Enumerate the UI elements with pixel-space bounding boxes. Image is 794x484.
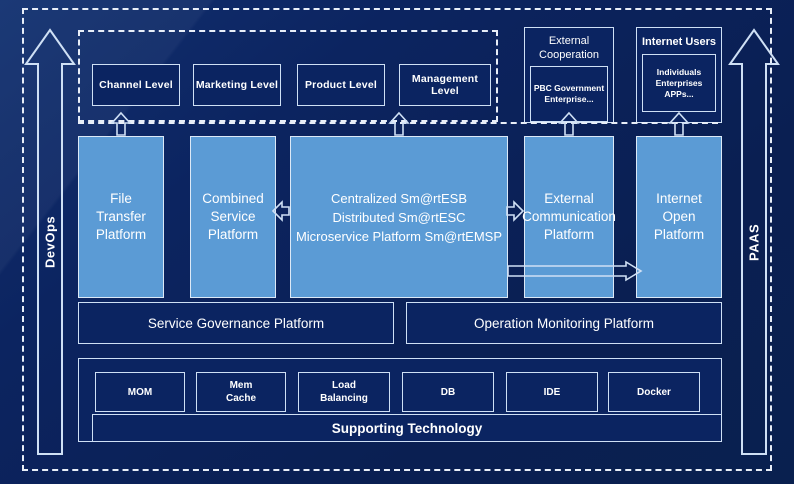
right-arrow-icon-core-to-external [506, 200, 525, 222]
up-arrow-icon-channel [110, 111, 132, 136]
paas-arrow: PAAS [728, 28, 780, 456]
layer-separator-dashed-line [78, 122, 718, 124]
tech-line2: Cache [225, 393, 256, 404]
tech-box-docker[interactable]: Docker [608, 372, 700, 412]
outer-dashed-frame [22, 8, 772, 471]
external-cooperation-inner-line2: Enterprise... [544, 94, 594, 104]
external-cooperation-header-line1: External [548, 35, 590, 47]
supporting-technology-label-bar[interactable]: Supporting Technology [92, 414, 722, 442]
platform-file-transfer[interactable]: File Transfer Platform [78, 136, 164, 298]
supporting-technology-label: Supporting Technology [331, 420, 483, 436]
platform-line1: Combined [202, 191, 264, 206]
tech-line1: MOM [127, 386, 153, 398]
platform-line2: Open [662, 209, 696, 224]
internet-users-inner-box[interactable]: Individuals Enterprises APPs... [642, 54, 716, 112]
platform-line3: Platform [543, 227, 595, 242]
platform-line3: Platform [95, 227, 147, 242]
level-label: Marketing Level [195, 79, 279, 91]
tech-line1: Load [332, 380, 356, 391]
external-cooperation-inner-line1: PBC Government [533, 83, 605, 93]
operation-monitoring-platform[interactable]: Operation Monitoring Platform [406, 302, 722, 344]
up-arrow-icon-external-cooperation [558, 111, 580, 136]
tech-box-db[interactable]: DB [402, 372, 494, 412]
tech-box-mem-cache[interactable]: Mem Cache [196, 372, 286, 412]
tech-line1: DB [440, 386, 456, 398]
governance-label: Service Governance Platform [147, 315, 325, 331]
platform-core-esb[interactable]: Centralized Sm@rtESB Distributed Sm@rtES… [290, 136, 508, 298]
tech-line1: Docker [637, 386, 671, 398]
external-cooperation-header-line2: Cooperation [539, 49, 599, 61]
level-box-product[interactable]: Product Level [297, 64, 385, 106]
level-box-marketing[interactable]: Marketing Level [193, 64, 281, 106]
right-arrow-icon-core-to-internet-open [507, 260, 643, 282]
level-label: Management Level [411, 73, 479, 97]
governance-label: Operation Monitoring Platform [473, 315, 655, 331]
up-arrow-icon-internet-users [668, 111, 690, 136]
tech-line1: Mem [229, 380, 253, 391]
level-box-management[interactable]: Management Level [399, 64, 491, 106]
level-box-channel[interactable]: Channel Level [92, 64, 180, 106]
platform-combined-service[interactable]: Combined Service Platform [190, 136, 276, 298]
platform-external-communication[interactable]: External Communication Platform [522, 136, 616, 298]
left-arrow-icon-core-to-combined [271, 200, 290, 222]
level-label: Channel Level [99, 79, 173, 91]
platform-line1: External [544, 191, 594, 206]
platform-line1: Centralized Sm@rtESB [330, 190, 468, 206]
up-arrow-icon-management [388, 111, 410, 136]
tech-box-mom[interactable]: MOM [95, 372, 185, 412]
internet-users-inner-line1: Individuals [656, 66, 702, 77]
platform-line1: File [110, 191, 132, 206]
platform-line2: Service [210, 209, 256, 224]
internet-users-inner-line2: Enterprises [655, 77, 703, 88]
platform-line2: Distributed Sm@rtESC [332, 209, 466, 225]
level-label: Product Level [304, 79, 378, 91]
tech-line1: IDE [543, 386, 561, 398]
business-levels-group [78, 30, 498, 122]
internet-users-inner-line3: APPs... [664, 88, 694, 99]
tech-box-load-balancing[interactable]: Load Balancing [298, 372, 390, 412]
platform-line2: Communication [522, 209, 616, 224]
platform-line3: Platform [653, 227, 705, 242]
internet-users-box[interactable]: Internet Users Individuals Enterprises A… [636, 27, 722, 123]
platform-line2: Transfer [96, 209, 146, 224]
service-governance-platform[interactable]: Service Governance Platform [78, 302, 394, 344]
internet-users-header: Internet Users [642, 36, 716, 48]
platform-internet-open[interactable]: Internet Open Platform [636, 136, 722, 298]
devops-arrow: DevOps [24, 28, 76, 456]
external-cooperation-header: External Cooperation [537, 32, 601, 66]
platform-line3: Platform [207, 227, 259, 242]
tech-line2: Balancing [320, 393, 368, 404]
tech-box-ide[interactable]: IDE [506, 372, 598, 412]
external-cooperation-box[interactable]: External Cooperation PBC Government Ente… [524, 27, 614, 123]
platform-line3: Microservice Platform Sm@rtEMSP [295, 228, 503, 244]
platform-line1: Internet [656, 191, 702, 206]
